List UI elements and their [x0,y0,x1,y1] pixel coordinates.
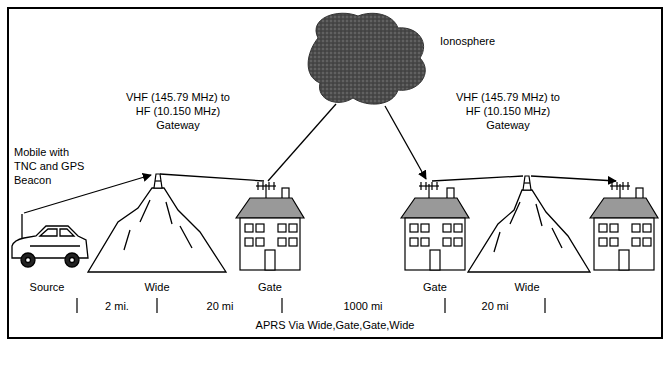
car [30,245,80,246]
hill [494,202,562,252]
distance-label: 1000 mi [343,299,382,313]
relay-tower [523,176,531,190]
house [590,188,658,270]
house [610,224,618,232]
radio-path [160,174,264,181]
house [590,198,658,218]
house [289,238,297,246]
antenna [256,182,276,198]
relay-tower [154,174,162,188]
gateway-label: VHF (145.79 MHz) to HF (10.150 MHz) Gate… [449,90,567,132]
house [265,250,275,270]
house [643,238,651,246]
antenna [612,182,628,190]
house [236,188,304,270]
antenna [610,185,630,186]
distance-tick [281,298,282,313]
antenna [258,182,274,190]
car [12,214,88,267]
house [599,238,607,246]
house [289,224,297,232]
cloud-outline [308,13,425,104]
relay-tower [523,176,531,190]
house [443,224,451,232]
antenna [419,182,439,198]
house [256,224,264,232]
antenna [419,185,439,186]
ionosphere-cloud: Ionosphere [298,8,438,108]
house [401,188,469,270]
house [619,250,629,270]
house [278,224,286,232]
distance-tick [156,298,157,313]
station-label: Gate [423,280,447,294]
region-label: Ionosphere [440,34,495,48]
house [632,224,640,232]
house [454,238,462,246]
house [430,250,440,270]
path-caption: APRS Via Wide,Gate,Gate,Wide [256,318,415,332]
radio-path [432,176,523,181]
relay-tower [524,182,530,183]
car [26,258,31,263]
house [405,218,465,270]
antenna [421,182,437,190]
relay-tower [154,174,162,188]
cloud-outline [298,8,438,108]
station-label: Source [30,280,65,294]
house [443,238,451,246]
house [643,224,651,232]
antenna [256,185,276,186]
station-label: Wide [514,280,539,294]
car [40,229,74,236]
hill [468,190,590,272]
distance-label: 20 mi [207,299,234,313]
distance-tick [544,298,545,313]
distance-tick [77,298,545,313]
antenna [610,182,630,198]
house [421,238,429,246]
distance-tick [444,298,445,313]
car [21,253,35,267]
house [240,218,300,270]
house [236,198,304,218]
distance-label: 2 mi. [105,299,129,313]
house [632,238,640,246]
hill [124,200,192,250]
car [21,214,22,238]
car [12,226,88,258]
car [70,258,75,263]
house [245,238,253,246]
gateway-label: VHF (145.79 MHz) to HF (10.150 MHz) Gate… [119,90,237,132]
car [65,253,79,267]
house [454,224,462,232]
house [594,218,654,270]
hill [88,188,226,272]
station-label: Wide [144,280,169,294]
house [256,238,264,246]
hill [468,190,590,272]
frame [8,8,662,338]
house [401,198,469,218]
house [410,238,418,246]
caption-note: Mobile with TNC and GPS Beacon [14,145,86,187]
house [599,224,607,232]
house [610,238,618,246]
house [421,224,429,232]
hill [88,188,226,272]
distance-label: 20 mi [482,299,509,313]
house [245,224,253,232]
house [410,224,418,232]
radio-path [531,176,616,181]
radio-path [385,106,426,179]
house [278,238,286,246]
radio-path [268,104,336,181]
relay-tower [155,180,161,181]
station-label: Gate [258,280,282,294]
distance-tick [76,298,77,313]
